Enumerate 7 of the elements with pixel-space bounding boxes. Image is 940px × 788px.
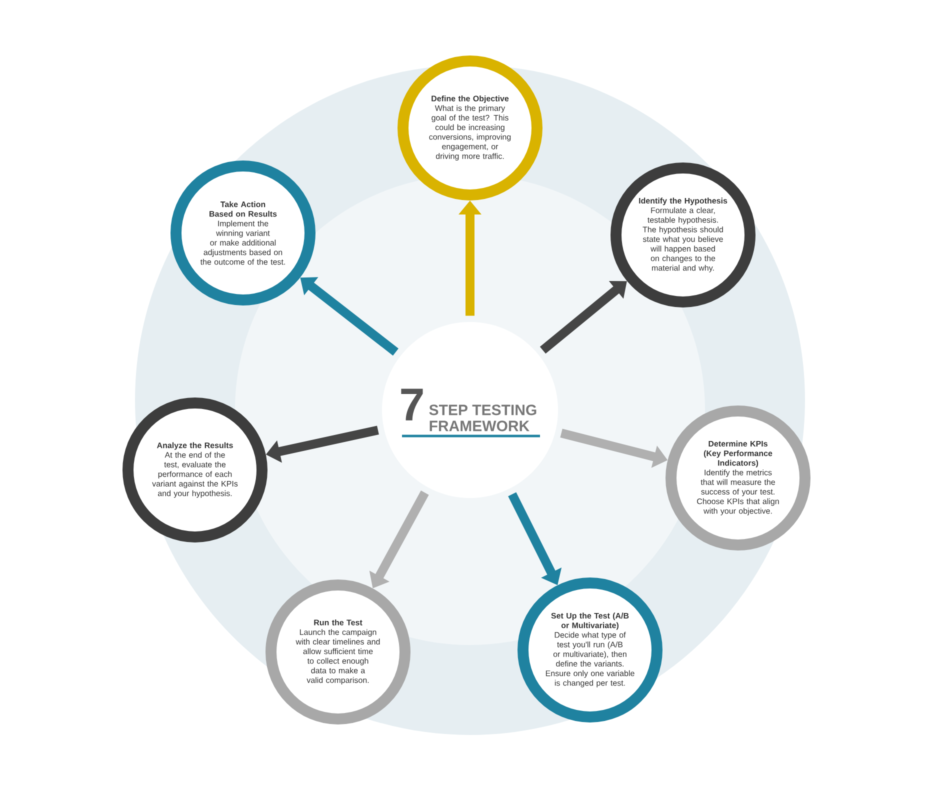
arrow <box>540 281 627 354</box>
node-label: Launch the campaign with clear timelines and allow sufficient time to collect enough data to make a valid comparison. <box>296 629 380 685</box>
node-label: Identify the metrics that will measure the success of your test. Choose KPIs that align with your objective. <box>697 469 779 516</box>
node-label: Determine KPIs (Key Performance Indicators) <box>704 440 772 468</box>
node-label: Set Up the Test (A/B or Multivariate) <box>551 612 629 630</box>
node-label: Decide what type of test you'll run (A/B or multivariate), then define the variants. Ensure only one variable is changed per test. <box>546 632 634 688</box>
node-label: Run the Test <box>314 619 362 626</box>
